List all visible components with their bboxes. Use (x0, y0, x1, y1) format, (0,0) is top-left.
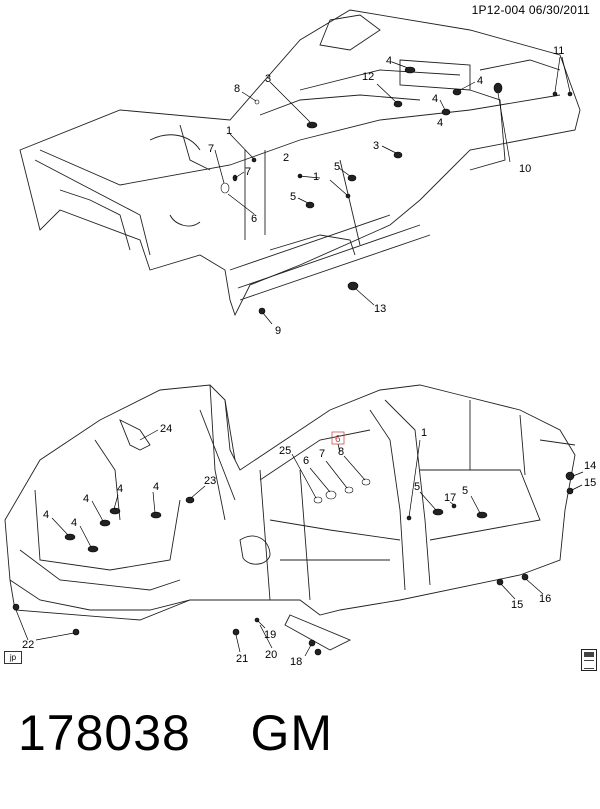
top-callout: 5 (334, 161, 340, 173)
top-callout: 7 (245, 166, 251, 178)
bottom-callout: 15 (584, 477, 596, 489)
top-leader-lines (214, 56, 571, 325)
top-callout: 12 (362, 71, 374, 83)
top-callout: 4 (437, 117, 443, 129)
top-callout: 7 (208, 143, 214, 155)
bottom-callout: 8 (338, 446, 344, 458)
bottom-callout: 5 (414, 481, 420, 493)
bottom-callout: 23 (204, 475, 216, 487)
bottom-callout: 20 (265, 649, 277, 661)
top-callout: 10 (519, 163, 531, 175)
bottom-callout: 14 (584, 460, 596, 472)
bottom-callout: 6 (303, 455, 309, 467)
bottom-callout: 24 (160, 423, 172, 435)
top-callout: 2 (283, 152, 289, 164)
top-callout: 11 (553, 45, 564, 57)
highlight-box (331, 431, 345, 445)
top-callout: 1 (226, 125, 232, 137)
top-callout: 5 (290, 191, 296, 203)
top-callout: 4 (477, 75, 483, 87)
header-code: 1P12-004 (471, 3, 526, 17)
bottom-callout: 25 (279, 445, 291, 457)
top-callout: 4 (432, 93, 438, 105)
top-callout: 3 (265, 73, 271, 85)
part-number: 178038 (18, 705, 191, 761)
top-callout: 8 (234, 83, 240, 95)
bottom-callout-labels: 1 4 4 4 4 4 5 5 6 7 8 14 15 15 16 17 18 … (22, 423, 596, 668)
bottom-callout: 4 (83, 493, 89, 505)
top-callout: 9 (275, 325, 281, 337)
bottom-callout: 4 (117, 483, 123, 495)
top-callout: 6 (251, 213, 257, 225)
top-underbody-drawing (19, 9, 581, 317)
top-callout-labels: 1 1 2 3 3 4 4 4 4 5 5 6 7 7 8 9 10 11 12… (208, 45, 564, 337)
bottom-callout: 5 (462, 485, 468, 497)
parts-diagram: 1 1 2 3 3 4 4 4 4 5 5 6 7 7 8 9 10 11 12… (4, 9, 596, 668)
bottom-callout: 4 (153, 481, 159, 493)
bottom-plugs (12, 471, 575, 656)
bottom-callout: 18 (290, 656, 302, 668)
bottom-callout: 1 (421, 427, 427, 439)
manual-book-icon (581, 649, 597, 671)
top-callout: 1 (313, 171, 319, 183)
bottom-callout: 19 (264, 629, 276, 641)
bottom-callout: 7 (319, 448, 325, 460)
bottom-callout: 16 (539, 593, 551, 605)
highlight-callout: 6 (335, 434, 341, 445)
header-date: 06/30/2011 (528, 3, 590, 17)
brand-label: GM (250, 705, 333, 761)
bottom-leader-lines (15, 429, 584, 657)
bottom-callout: 21 (236, 653, 248, 665)
jp-badge: jp (4, 651, 22, 664)
top-callout: 13 (374, 303, 386, 315)
bottom-callout: 15 (511, 599, 523, 611)
diagram-header: 1P12-004 06/30/2011 (472, 3, 590, 17)
bottom-callout: 17 (444, 492, 456, 504)
top-plugs (220, 66, 573, 315)
bottom-callout: 22 (22, 639, 34, 651)
bottom-body-drawing (4, 384, 576, 651)
top-callout: 4 (386, 55, 392, 67)
bottom-callout: 4 (43, 509, 49, 521)
top-callout: 3 (373, 140, 379, 152)
diagram-footer: 178038 GM (18, 708, 333, 758)
bottom-callout: 4 (71, 517, 77, 529)
